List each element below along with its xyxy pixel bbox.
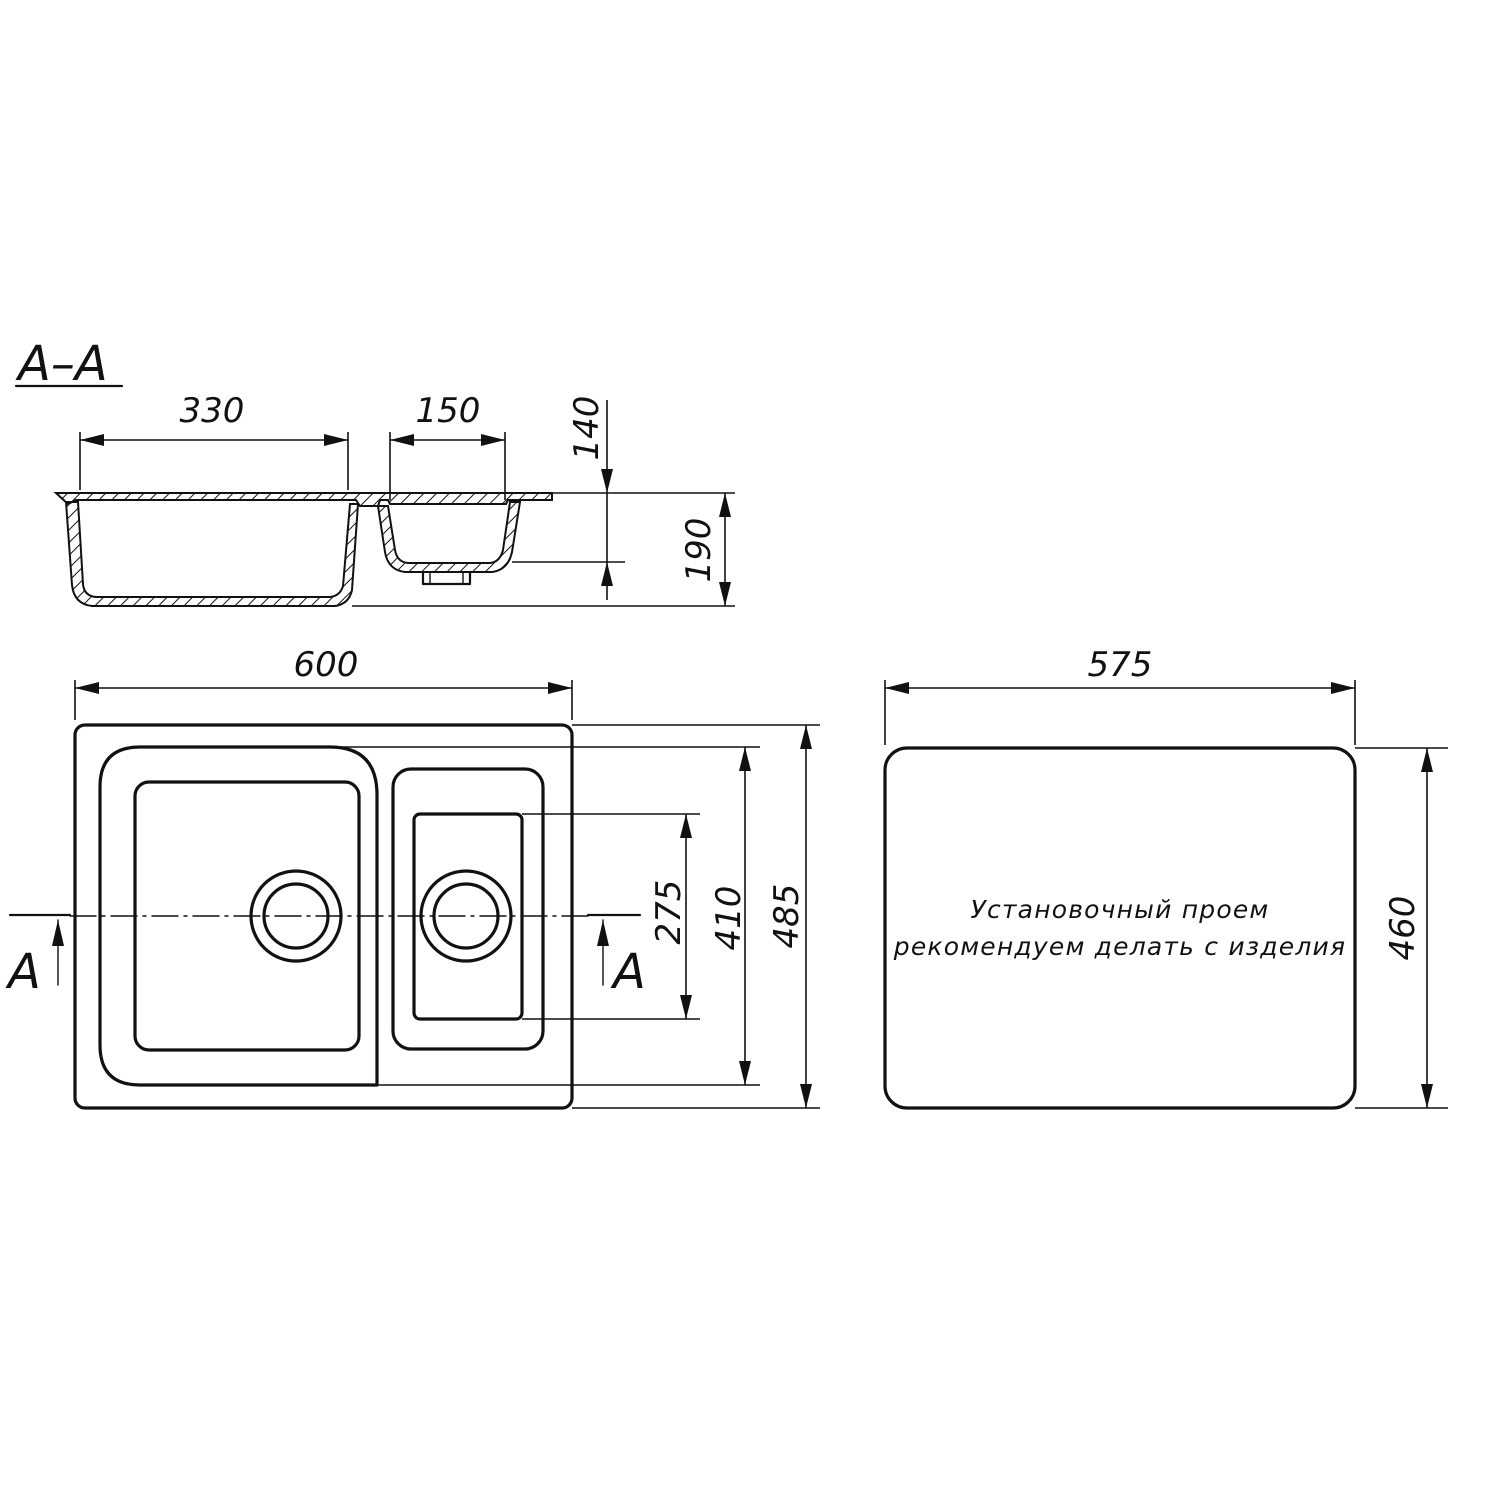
cutout-outline [883,746,1357,1110]
dim-575-label: 575 [1088,645,1153,685]
dim-575-arrow-left [885,682,909,694]
dim-460-label: 460 [1383,896,1423,961]
section-marker-right: A [610,944,646,1000]
dim-485-arrow-top [800,725,812,749]
section-arrow-right-head [597,920,609,946]
dim-410-arrow-bottom [739,1061,751,1085]
dim-275-label: 275 [649,880,689,945]
dim-485-label: 485 [767,884,807,949]
dim-190-label: 190 [679,518,719,583]
dim-330-arrow-left [80,434,104,446]
dim-410-arrow-top [739,747,751,771]
dim-600-label: 600 [294,645,359,685]
dim-275-arrow-top [680,814,692,838]
dim-330-arrow-right [324,434,348,446]
dim-410-label: 410 [709,886,749,951]
dim-140-arrow-top [601,469,613,493]
sink-rim [53,492,553,507]
dim-150-label: 150 [416,391,481,431]
dim-140-label: 140 [567,396,607,461]
dim-275-arrow-bottom [680,995,692,1019]
dim-150-arrow-left [390,434,414,446]
cutout-note-line2: рекомендуем делать с изделия [893,932,1346,961]
section-view: A–A 330 150 140 [14,336,735,607]
dim-485-arrow-bottom [800,1084,812,1108]
small-drain-outlet [421,570,472,586]
small-bowl-outer [391,767,545,1051]
section-title: A–A [15,336,108,392]
large-bowl-section [64,501,360,607]
small-bowl-section [376,501,522,573]
dim-460-arrow-bottom [1421,1084,1433,1108]
dim-460-arrow-top [1421,748,1433,772]
dim-190-arrow-bottom [719,582,731,606]
cutout-view: Установочный проем рекомендуем делать с … [883,645,1448,1110]
plan-view: A A 600 275 410 485 [5,645,820,1110]
cutout-note-line1: Установочный проем [971,895,1270,924]
dim-190-arrow-top [719,493,731,517]
dim-330-label: 330 [180,391,245,431]
dim-600-arrow-left [75,682,99,694]
dim-150-arrow-right [481,434,505,446]
dim-600-arrow-right [548,682,572,694]
section-marker-left: A [5,944,41,1000]
dim-140-arrow-bottom [601,562,613,586]
dim-575-arrow-right [1331,682,1355,694]
section-arrow-left-head [52,920,64,946]
large-bowl-outer [98,745,379,1087]
